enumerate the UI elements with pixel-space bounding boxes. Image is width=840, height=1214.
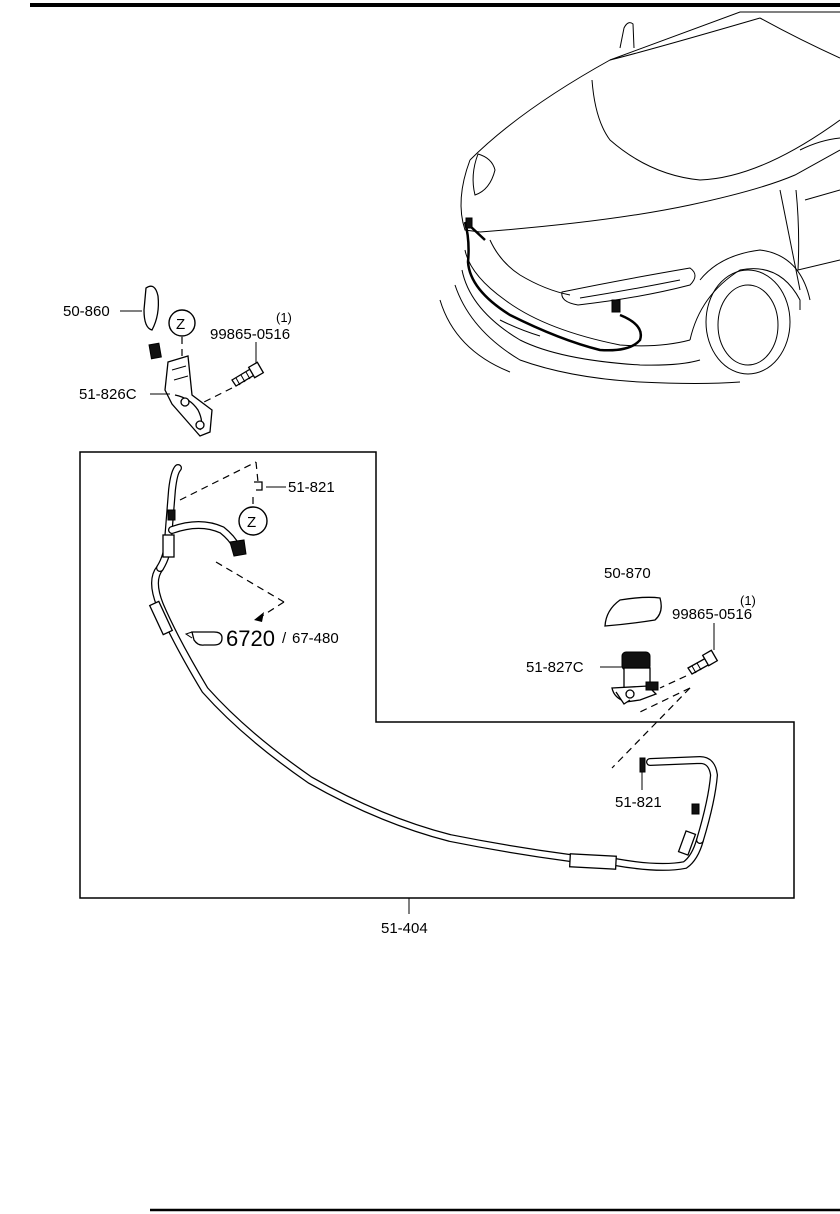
hose-assembly-frame bbox=[79, 451, 795, 899]
washer-cap-left-shape bbox=[143, 285, 160, 331]
bolt-left-shape bbox=[231, 361, 265, 387]
circle-z-top-label: Z bbox=[176, 316, 185, 333]
bolt-right-shape bbox=[687, 649, 719, 675]
washer-cap-right-label: 50-870 bbox=[604, 565, 651, 582]
ref-sep-label: / bbox=[282, 630, 287, 647]
clip-left-label: 51-821 bbox=[288, 479, 335, 496]
nozzle-right-label: 51-827C bbox=[526, 659, 584, 676]
reference-callout: 6720 / 67-480 bbox=[184, 561, 339, 651]
nozzle-right-shape bbox=[611, 651, 659, 705]
clip-right: 51-821 bbox=[615, 757, 662, 811]
washer-cap-left-label: 50-860 bbox=[63, 303, 110, 320]
circle-z-hose-label: Z bbox=[247, 514, 256, 531]
right-nozzle-group: 50-870 (1) 99865-0516 51-827C bbox=[526, 565, 756, 769]
washer-hose bbox=[148, 464, 719, 871]
bolt-right-label: 99865-0516 bbox=[672, 606, 752, 623]
car-front-illustration bbox=[439, 11, 840, 384]
washer-cap-right-shape bbox=[604, 596, 662, 627]
bolt-qty-left: (1) bbox=[276, 310, 292, 325]
left-nozzle-group: 50-860 Z (1) 99865-0516 51-826C bbox=[63, 285, 292, 437]
clip-left: 51-821 Z bbox=[179, 461, 335, 536]
nozzle-left-label: 51-826C bbox=[79, 386, 137, 403]
ref-sub-label: 67-480 bbox=[292, 630, 339, 647]
pointing-hand-icon bbox=[184, 631, 223, 646]
hose-assembly-label: 51-404 bbox=[381, 920, 428, 937]
bolt-left-label: 99865-0516 bbox=[210, 326, 290, 343]
page-border bbox=[30, 3, 840, 1212]
clip-right-label: 51-821 bbox=[615, 794, 662, 811]
bolt-qty-right: (1) bbox=[740, 593, 756, 608]
nozzle-left-shape bbox=[148, 342, 213, 437]
ref-main-label: 6720 bbox=[226, 626, 275, 651]
